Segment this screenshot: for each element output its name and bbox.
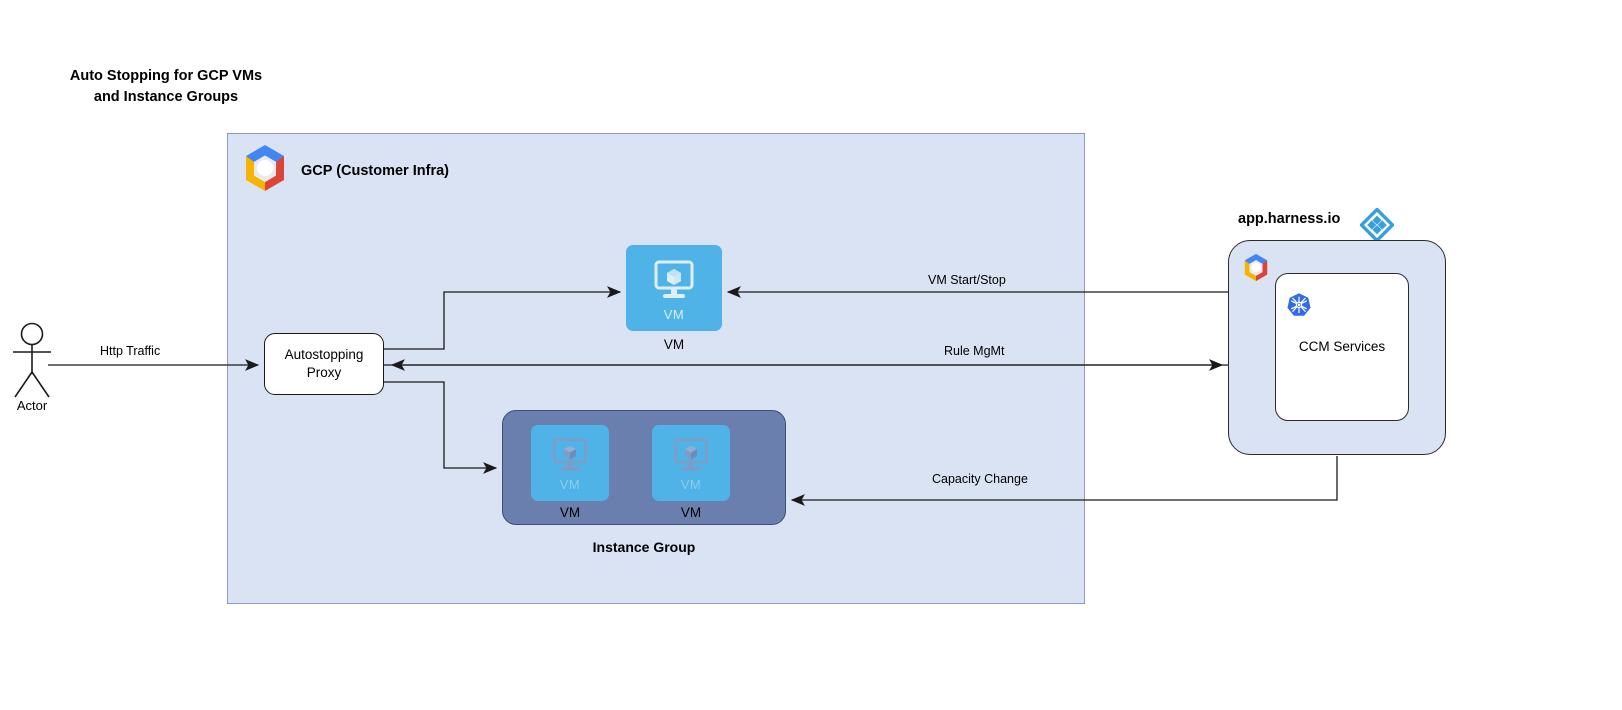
kubernetes-logo-icon: [1287, 293, 1311, 316]
ccm-services-box[interactable]: [1275, 273, 1409, 421]
vm-caption: VM: [680, 505, 702, 520]
edge-label-http-traffic: Http Traffic: [100, 344, 161, 358]
vm-tile-label: VM: [680, 477, 702, 492]
gcp-logo-icon: [1244, 253, 1268, 282]
vm-node[interactable]: VM: [626, 245, 722, 331]
vm-caption: VM: [559, 505, 581, 520]
vm-tile-label: VM: [559, 477, 581, 492]
instance-group-vm-node[interactable]: VM: [531, 425, 609, 501]
vm-tile-label: VM: [663, 307, 685, 322]
edge-label-rule-mgmt: Rule MgMt: [944, 344, 1005, 358]
actor-caption: Actor: [16, 398, 48, 413]
edge-label-vm-start-stop: VM Start/Stop: [928, 273, 1006, 287]
ccm-services-label: CCM Services: [1298, 339, 1386, 354]
vm-monitor-cube-icon: [553, 438, 587, 471]
vm-monitor-cube-icon: [654, 260, 694, 298]
instance-group-vm-node[interactable]: VM: [652, 425, 730, 501]
harness-diamond-logo-icon: [1360, 208, 1394, 242]
vm-caption: VM: [663, 337, 685, 352]
edge-label-capacity-change: Capacity Change: [932, 472, 1028, 486]
actor-stick-figure-icon: [13, 322, 51, 398]
instance-group-caption: Instance Group: [592, 539, 696, 555]
gcp-container-label: GCP (Customer Infra): [301, 163, 449, 179]
page-title: Auto Stopping for GCP VMs and Instance G…: [69, 68, 263, 106]
vm-monitor-cube-icon: [674, 438, 708, 471]
harness-label: app.harness.io: [1238, 211, 1341, 227]
gcp-logo-icon: [246, 145, 284, 191]
autostopping-proxy-node[interactable]: Autostopping Proxy: [264, 333, 384, 395]
